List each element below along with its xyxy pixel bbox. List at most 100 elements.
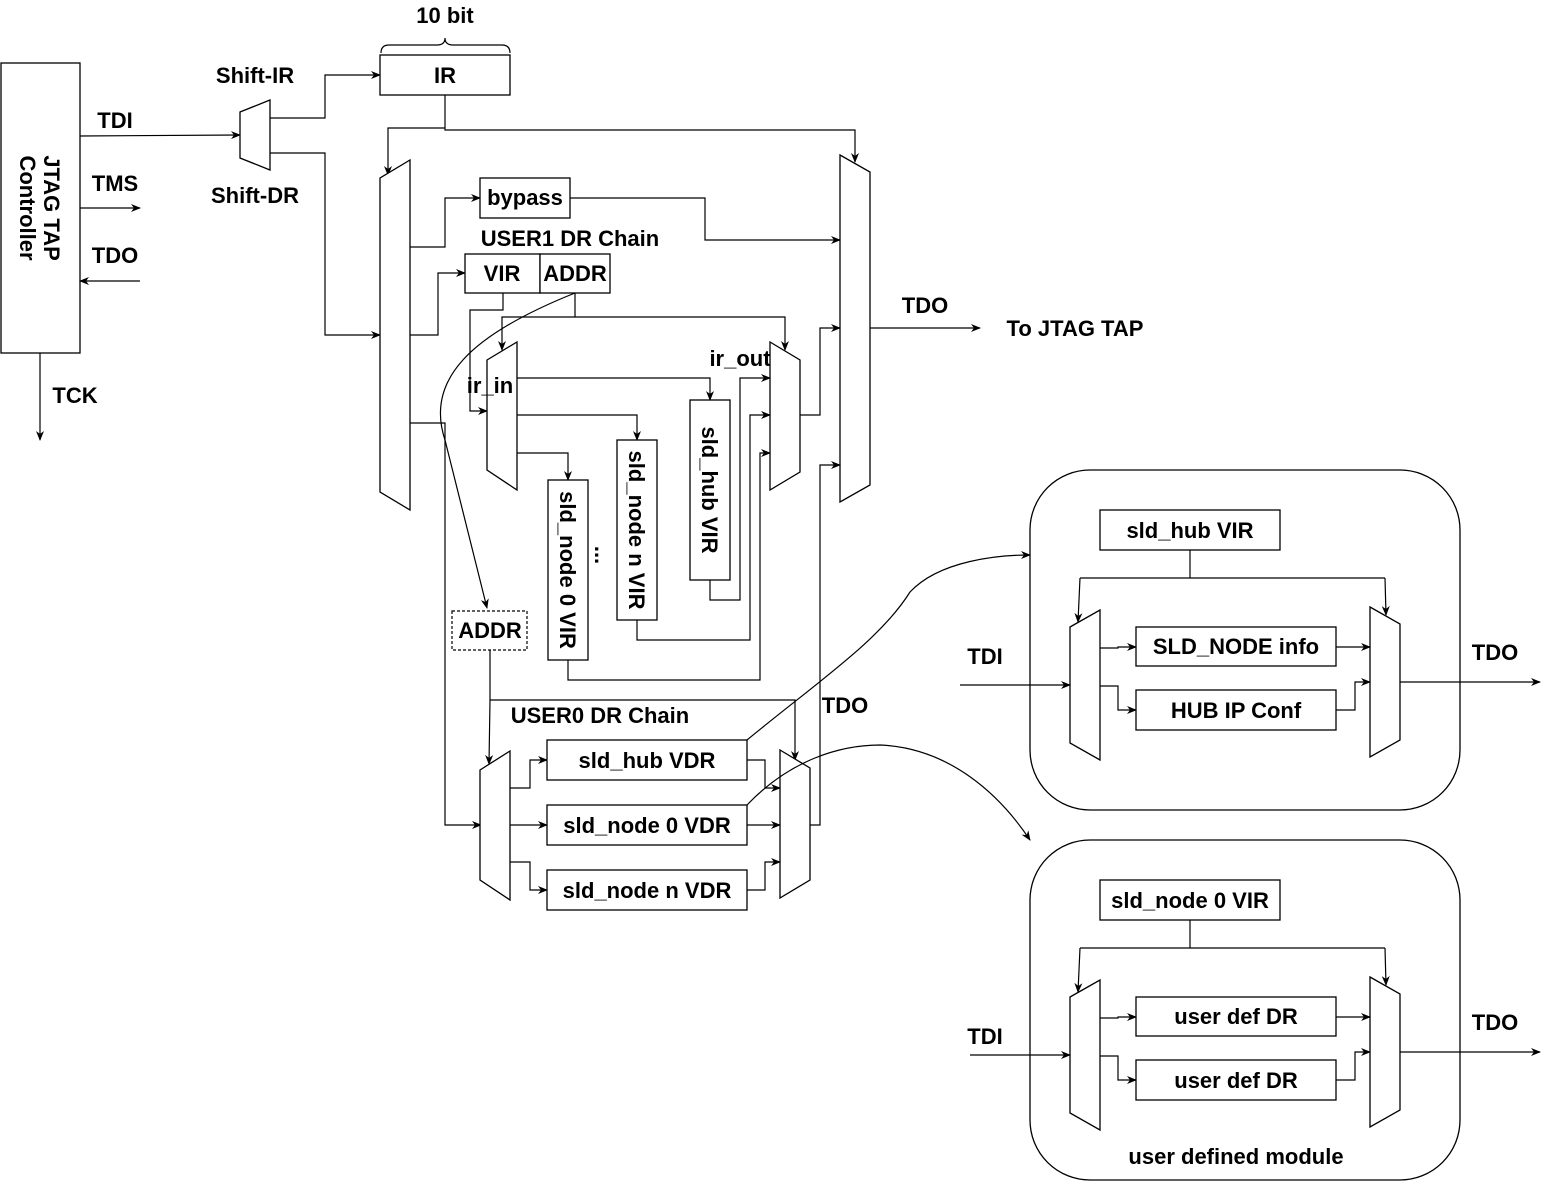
node-n-vdr-register [546,869,748,911]
vdr-demux [479,749,511,902]
output-tdo-label: TDO [902,293,948,318]
user-module-reg1-label: user def DR [1174,1004,1298,1029]
addr-copy-register [451,610,528,651]
hub-mux-select [1381,577,1390,616]
ir-brace [380,37,511,54]
hub-module-tdi-label: TDI [967,644,1002,669]
addr-to-ir-in-select [498,316,575,351]
user-module-caption: user defined module [1128,1144,1343,1169]
demux-to-hub-vdr [510,756,548,789]
node-0-vir-label: sld_node 0 VIR [555,491,580,649]
addr-copy-curve [439,292,576,609]
tdo-label: TDO [92,243,138,268]
hub-module-mux [1369,605,1401,759]
shift-dr-wire [270,152,381,339]
hub-module-vir [1099,509,1281,551]
node-n-vir-label: sld_node n VIR [624,451,649,610]
user-reg2-out [1336,1048,1371,1081]
node-0-vdr-expand-curve [746,744,1031,841]
tms-label: TMS [92,171,138,196]
node-n-vdr-out [747,858,781,891]
node-n-vir-out [636,411,771,641]
ir-in-demux [486,340,518,492]
tdi-wire [79,131,241,140]
node-0-vir-register [547,479,589,661]
user0-tdo-label: TDO [822,693,868,718]
node-n-vir-register [616,439,658,621]
ir-in-to-node-n-vir [517,414,641,441]
addr-to-ir-out-select [575,316,789,351]
node-0-vdr-register [546,804,748,846]
ir-to-dr-demux-select [384,127,445,176]
to-jtag-tap-label: To JTAG TAP [1007,316,1144,341]
user-module-mux [1369,975,1401,1129]
demux-to-node-n-vdr [510,861,548,894]
hub-demux-select [1074,577,1083,623]
vdr-mux [779,748,811,900]
hub-vir-label: sld_hub VIR [697,426,722,553]
vir-label: VIR [484,261,521,286]
hub-vir-select-bus [1080,550,1385,579]
node-n-vdr-label: sld_node n VDR [563,878,732,903]
ir-out-label: ir_out [709,346,771,371]
node-0-vir-out [567,449,771,681]
user-module-reg2-label: user def DR [1174,1068,1298,1093]
user-demux-to-reg1 [1100,1013,1137,1021]
user-module-vir [1099,879,1281,921]
user-module-vir-label: sld_node 0 VIR [1111,888,1269,913]
ellipsis-label: ... [590,546,615,564]
hub-demux-to-reg2 [1100,685,1137,714]
addr-to-vdr-mux-select [490,699,799,761]
user-module-tdi-label: TDI [967,1024,1002,1049]
user-vir-select-bus [1080,920,1385,949]
user-mux-select [1381,947,1390,986]
vir-to-ir-in [469,293,504,415]
dr-demux [379,158,411,512]
user-demux-select [1074,947,1083,993]
hub-module-vir-label: sld_hub VIR [1126,518,1253,543]
tck-label: TCK [52,383,97,408]
output-mux [839,153,871,504]
hub-vdr-label: sld_hub VDR [579,748,716,773]
addr-copy-label: ADDR [458,618,522,643]
ir-out-to-output-mux [800,324,841,416]
hub-vdr-out [747,759,781,792]
hub-module-reg1-label: SLD_NODE info [1153,634,1319,659]
user0-in-wire [410,422,482,829]
hub-reg2-out [1336,678,1371,711]
user-module-tdo-label: TDO [1472,1010,1518,1035]
hub-module-demux [1069,608,1101,762]
hub-module-reg1 [1135,626,1337,667]
shift-dr-label: Shift-DR [211,183,299,208]
bypass-in-wire [410,194,481,248]
jtag-tap-controller-box [0,62,81,354]
shift-demux [239,99,271,171]
user-module-reg2 [1135,1059,1337,1101]
ir-label: IR [434,63,456,88]
tdi-label: TDI [97,108,132,133]
user-demux-to-reg2 [1100,1055,1137,1084]
ir-width-label: 10 bit [416,3,474,28]
hub-vir-out [709,374,771,601]
addr-label: ADDR [543,261,607,286]
vdr-mux-to-output-mux [810,461,841,826]
shift-ir-wire [270,71,381,119]
shift-ir-label: Shift-IR [216,63,294,88]
hub-vdr-expand-curve [746,551,1031,741]
user1-in-wire [410,269,466,336]
user0-chain-title: USER0 DR Chain [511,703,689,728]
ir-to-output-mux-select [444,95,859,163]
user-module-reg1 [1135,996,1337,1037]
user-module-demux [1069,978,1101,1132]
hub-vdr-register [546,739,748,781]
jtag-title-line2: Controller [15,155,40,261]
user1-chain-title: USER1 DR Chain [481,226,659,251]
bypass-out-wire [570,197,841,244]
hub-module-reg2 [1135,689,1337,731]
ir-out-mux [769,340,801,492]
addr-to-vdr-demux-select [485,699,494,765]
addr-register [539,253,611,294]
hub-module-reg2-label: HUB IP Conf [1171,698,1302,723]
node-0-vdr-label: sld_node 0 VDR [563,813,731,838]
